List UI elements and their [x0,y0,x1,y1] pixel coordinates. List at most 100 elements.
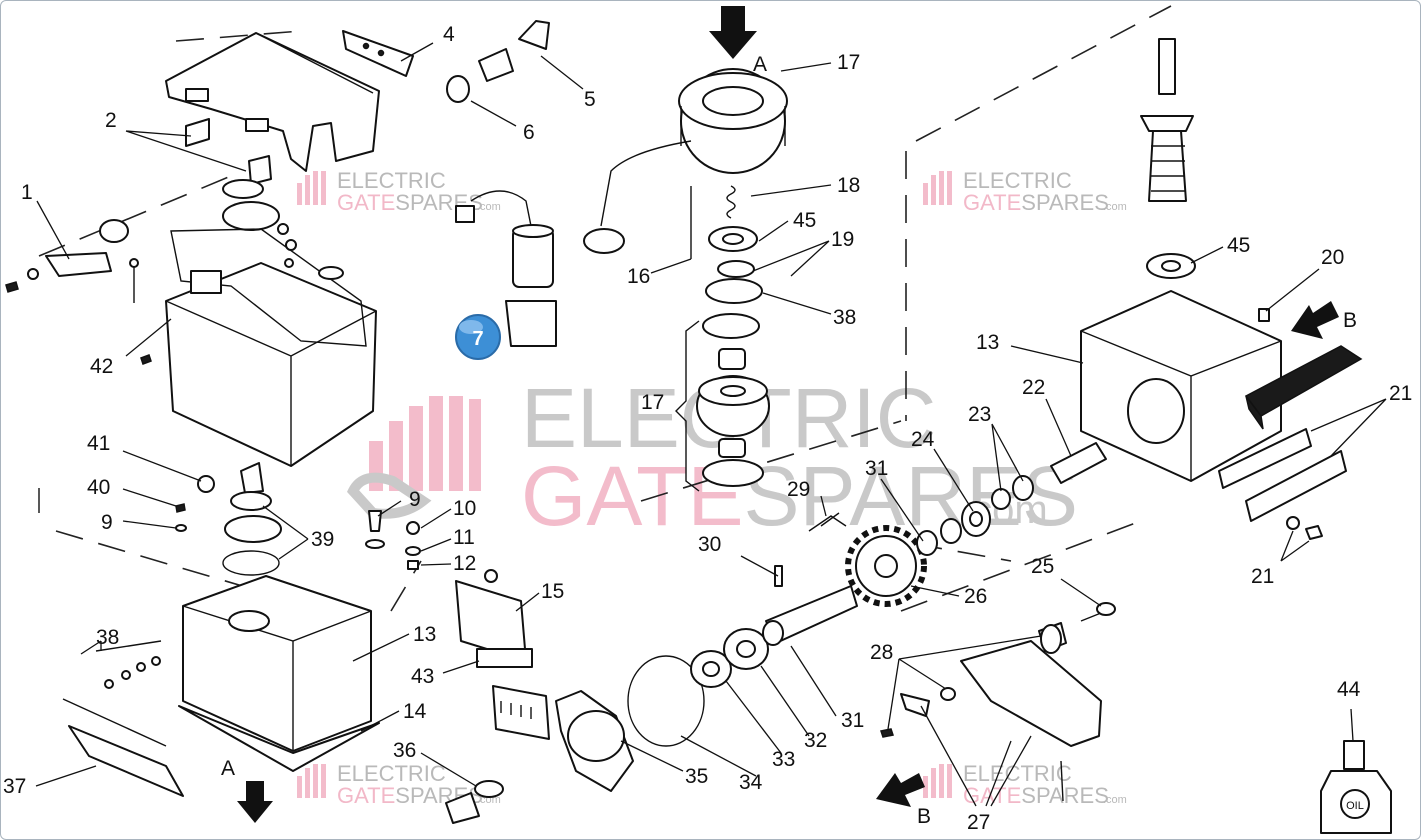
pin-30 [774,565,783,587]
callout-33: 33 [772,748,795,771]
watermark-small-domain: .com [1103,794,1127,806]
callout-19: 19 [831,228,854,251]
nut-41 [197,475,215,493]
callout-13: 13 [976,331,999,354]
callout-41: 41 [87,432,110,455]
watermark-small-line1: ELECTRIC [337,761,446,786]
cap-39 [222,462,282,576]
stator-17 [678,68,788,174]
plate-4 [342,30,414,77]
bolts-9-12 [365,510,421,570]
callout-28: 28 [870,641,893,664]
bracket-1 [5,252,112,293]
callout-12: 12 [453,552,476,575]
callout-43: 43 [411,665,434,688]
spring-18 [726,185,736,219]
callout-17: 17 [641,391,664,414]
callout-37: 37 [3,775,26,798]
callout-18: 18 [837,174,860,197]
callout-4: 4 [443,23,455,46]
disc-large [222,201,280,231]
watermark-small-domain: .com [477,201,501,213]
callout-29: 29 [787,478,810,501]
watermark-small-line1: ELECTRIC [963,168,1072,193]
callout-39: 39 [311,528,334,551]
arrow-a-top-label: A [753,53,767,76]
callout-17: 17 [837,51,860,74]
watermark-small-line1: ELECTRIC [337,168,446,193]
arrow-b-right-label: B [1343,309,1357,332]
callout-20: 20 [1321,246,1344,269]
cover-plate-15 [455,569,527,662]
watermark-small-line2: GATESPARES [963,783,1109,808]
cover [165,32,380,172]
callout-26: 26 [964,585,987,608]
callout-10: 10 [453,497,476,520]
callout-44: 44 [1337,678,1361,701]
housing-13-left [182,575,372,752]
release-lever-27 [960,622,1102,802]
callout-2: 2 [105,109,117,132]
callout-13: 13 [413,623,436,646]
callout-38: 38 [96,626,119,649]
leader-lines [35,42,1387,807]
callout-23: 23 [968,403,991,426]
callout-5: 5 [584,88,596,111]
sensor-25 [1080,602,1116,622]
key-29 [808,512,847,532]
bearing-24 [961,501,991,537]
worm-shaft [1140,38,1194,202]
callout-42: 42 [90,355,113,378]
bushing [718,348,746,370]
gear-26 [845,525,927,607]
cable-bundle [583,140,692,254]
screws-38 [95,640,162,689]
callout-31: 31 [841,709,864,732]
washer-19 [717,260,755,278]
switch-43 [476,648,550,740]
callout-34: 34 [739,771,763,794]
arrow-b-right: B [1291,301,1357,339]
callout-6: 6 [523,121,535,144]
labels-2 [185,118,272,185]
badge-7: 7 [455,314,501,360]
callout-15: 15 [541,580,564,603]
watermark-small-line2: GATESPARES [963,190,1109,215]
bearing-45-center [708,226,758,252]
arrow-a-bottom: A [221,757,273,823]
callout-30: 30 [698,533,721,556]
grommet [99,219,129,243]
bearing-45-right [1146,253,1196,279]
callout-21: 21 [1251,565,1274,588]
disc [222,179,264,199]
callout-40: 40 [87,476,110,499]
washers-31 [916,518,962,556]
callout-21: 21 [1389,382,1412,405]
arrow-b-bottom: B [876,773,931,828]
callout-14: 14 [403,700,427,723]
washer [702,313,760,339]
callout-32: 32 [804,729,827,752]
plate-38-center [705,278,763,304]
bushing-lower [718,438,746,458]
watermark-small-domain: .com [1103,201,1127,213]
callout-25: 25 [1031,555,1054,578]
watermark-top-right: ELECTRIC GATESPARES .com [923,168,1127,215]
rack-37 [62,698,184,797]
seal-block [1244,345,1363,430]
washer-33 [690,650,732,688]
screw-40 [175,503,186,513]
washer-lower [702,459,764,487]
callout-45: 45 [1227,234,1250,257]
washer-9 [175,524,187,532]
callout-45: 45 [793,209,816,232]
bearing-32 [723,628,769,670]
watermark-top-left: ELECTRIC GATESPARES .com [297,168,501,215]
callout-24: 24 [911,428,935,451]
watermark-small-line1: ELECTRIC [963,761,1072,786]
arrow-a-top: A [709,6,767,76]
screws-small [129,223,344,365]
watermark-bottom-left: ELECTRIC GATESPARES .com [297,761,501,808]
